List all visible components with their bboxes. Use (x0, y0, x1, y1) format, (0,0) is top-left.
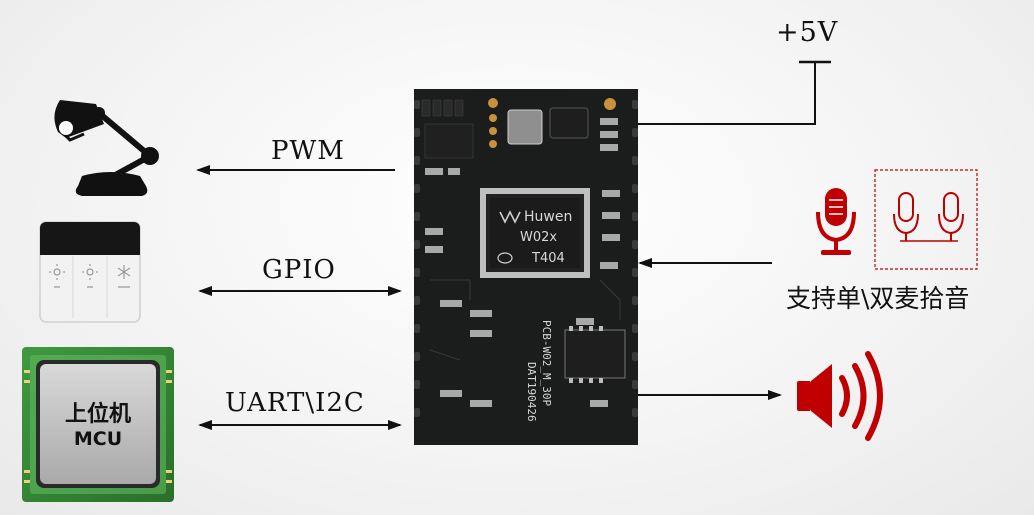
gpio-label: GPIO (262, 255, 336, 285)
microphone-icon (816, 188, 856, 255)
voice-module-board (414, 89, 638, 445)
chip-code: T404 (531, 251, 565, 266)
pwm-label: PWM (271, 136, 345, 166)
chip-model: W02x (520, 230, 557, 245)
pcb-silk-text: PCB-W02_M_30P (540, 320, 553, 406)
date-silk-text: DAT190426 (525, 362, 538, 422)
uart-label: UART\I2C (225, 388, 365, 418)
wall-switch-icon (39, 221, 141, 323)
main-chip (480, 188, 590, 278)
power-wire (638, 60, 831, 125)
mcu-chip-icon (22, 347, 174, 502)
chip-brand: Huwen (524, 209, 572, 225)
mic-support-label: 支持单\双麦拾音 (786, 284, 970, 313)
power-label: +5V (776, 17, 839, 48)
dual-mic-box (874, 169, 978, 270)
host-label: 上位机 (64, 402, 131, 427)
speaker-icon (797, 351, 883, 441)
desk-lamp-icon (54, 100, 159, 196)
mcu-label: MCU (73, 428, 123, 450)
dual-microphone-icon (893, 192, 964, 242)
